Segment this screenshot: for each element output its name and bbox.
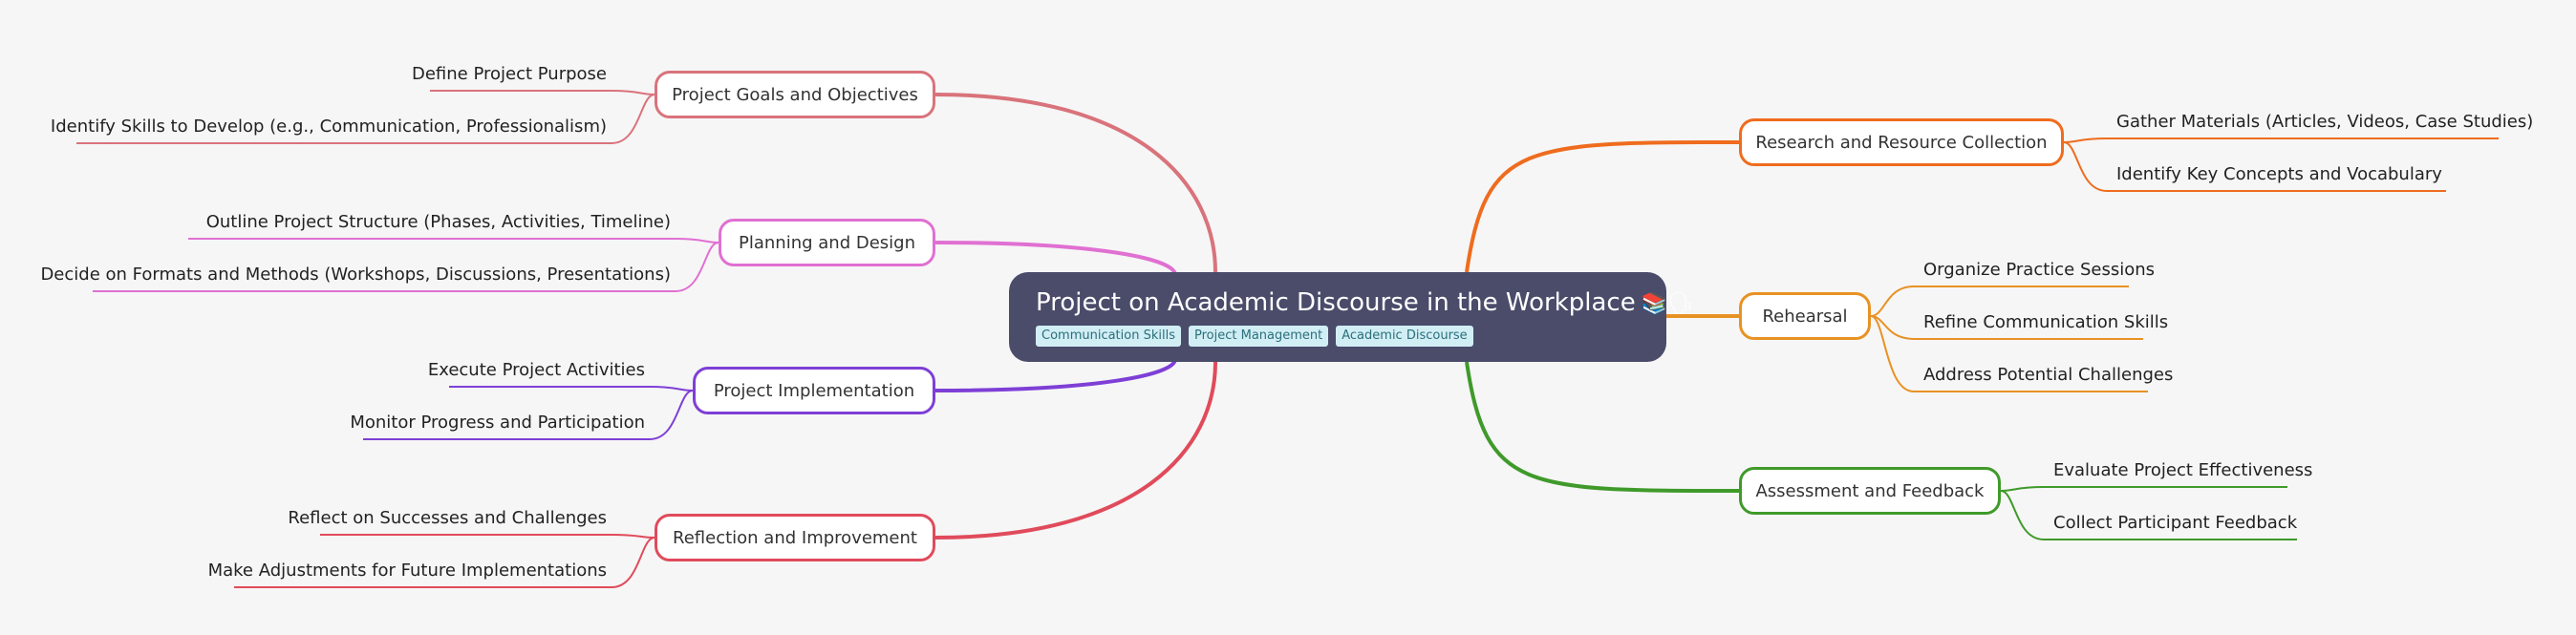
leaf-connector-rehearsal-2 [1870, 315, 2148, 392]
leaf-connector-assessment-1 [2000, 490, 2297, 540]
leaf-goals-0[interactable]: Define Project Purpose [411, 64, 607, 84]
branch-label: Project Goals and Objectives [672, 84, 918, 105]
branch-connector-implementation [934, 358, 1177, 392]
branch-connector-goals [934, 93, 1217, 273]
leaf-connector-goals-1 [76, 94, 655, 144]
branch-node-reflection[interactable]: Reflection and Improvement [655, 514, 935, 561]
branch-label: Reflection and Improvement [673, 527, 917, 548]
leaf-rehearsal-2[interactable]: Address Potential Challenges [1923, 365, 2174, 385]
branch-node-rehearsal[interactable]: Rehearsal [1739, 292, 1871, 340]
branch-node-planning[interactable]: Planning and Design [719, 219, 935, 266]
leaf-assessment-1[interactable]: Collect Participant Feedback [2053, 513, 2298, 533]
leaf-connector-research-0 [2063, 138, 2499, 143]
leaf-connector-implementation-1 [363, 390, 694, 440]
leaf-connector-rehearsal-1 [1870, 315, 2143, 340]
tag-project-management[interactable]: Project Management [1189, 326, 1329, 347]
leaf-research-1[interactable]: Identify Key Concepts and Vocabulary [2116, 164, 2442, 184]
leaf-assessment-0[interactable]: Evaluate Project Effectiveness [2053, 460, 2313, 480]
branch-node-implementation[interactable]: Project Implementation [693, 367, 935, 414]
leaf-connector-reflection-1 [234, 537, 655, 588]
leaf-rehearsal-0[interactable]: Organize Practice Sessions [1923, 260, 2156, 280]
root-tags: Communication Skills Project Management … [1036, 326, 1640, 347]
leaf-reflection-0[interactable]: Reflect on Successes and Challenges [288, 508, 607, 528]
branch-connector-reflection [934, 361, 1217, 540]
tag-academic-discourse[interactable]: Academic Discourse [1336, 326, 1473, 347]
branch-connector-research [1465, 140, 1740, 273]
tag-communication-skills[interactable]: Communication Skills [1036, 326, 1181, 347]
root-node[interactable]: Project on Academic Discourse in the Wor… [1009, 272, 1694, 362]
leaf-connector-assessment-0 [2000, 486, 2287, 492]
branch-label: Planning and Design [739, 232, 915, 253]
leaf-connector-rehearsal-0 [1870, 286, 2129, 317]
leaf-connector-reflection-0 [320, 534, 655, 539]
root-title: Project on Academic Discourse in the Wor… [1036, 286, 1694, 322]
leaf-implementation-0[interactable]: Execute Project Activities [427, 360, 645, 380]
branch-label: Rehearsal [1762, 306, 1848, 327]
leaf-goals-1[interactable]: Identify Skills to Develop (e.g., Commun… [50, 116, 607, 137]
root-title-text: Project on Academic Discourse in the Wor… [1036, 288, 1636, 317]
branch-label: Research and Resource Collection [1755, 132, 2048, 153]
leaf-connector-implementation-0 [449, 386, 694, 392]
branch-node-goals[interactable]: Project Goals and Objectives [655, 71, 935, 118]
leaf-connector-planning-1 [93, 242, 719, 292]
leaf-rehearsal-1[interactable]: Refine Communication Skills [1923, 312, 2169, 332]
branch-connector-assessment [1465, 361, 1740, 493]
leaf-connector-research-1 [2063, 141, 2446, 192]
branch-connector-planning [934, 241, 1177, 276]
leaf-planning-0[interactable]: Outline Project Structure (Phases, Activ… [205, 212, 671, 232]
leaf-reflection-1[interactable]: Make Adjustments for Future Implementati… [207, 561, 607, 581]
branch-label: Assessment and Feedback [1755, 480, 1985, 501]
leaf-connector-planning-0 [188, 238, 719, 243]
leaf-research-0[interactable]: Gather Materials (Articles, Videos, Case… [2116, 112, 2534, 132]
leaf-planning-1[interactable]: Decide on Formats and Methods (Workshops… [40, 265, 671, 285]
leaf-implementation-1[interactable]: Monitor Progress and Participation [350, 413, 645, 433]
leaf-connector-goals-0 [430, 90, 655, 95]
branch-node-research[interactable]: Research and Resource Collection [1739, 118, 2064, 166]
branch-label: Project Implementation [713, 380, 915, 401]
branch-node-assessment[interactable]: Assessment and Feedback [1739, 467, 2001, 515]
books-speaking-emoji-icon: 📚🗣 [1641, 292, 1695, 316]
